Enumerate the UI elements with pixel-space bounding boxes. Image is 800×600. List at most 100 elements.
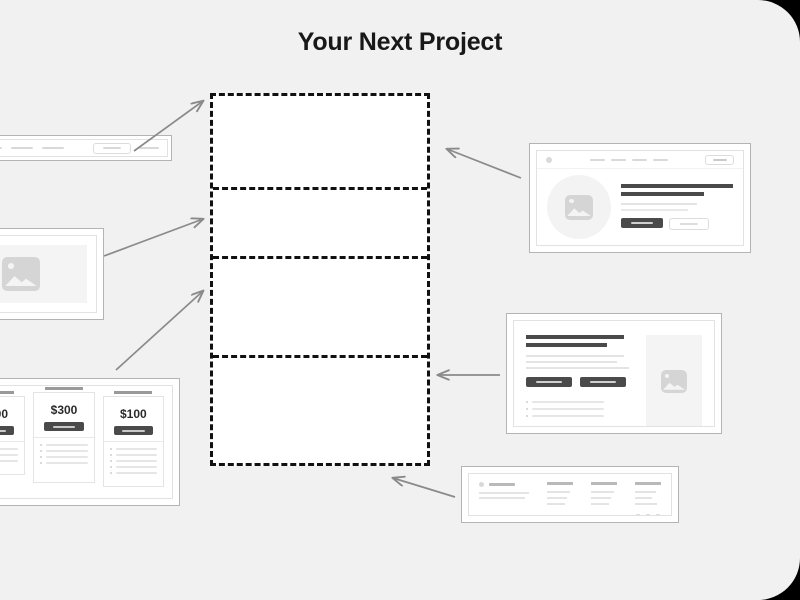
pricing-feature-text (0, 454, 19, 456)
pricing-tier-button-label (121, 429, 145, 432)
feature-body-line (526, 361, 618, 363)
pricing-tier-button[interactable] (44, 422, 84, 431)
pricing-feature (40, 456, 88, 458)
hero-nav-links[interactable] (589, 158, 668, 161)
feature-bullet-text (532, 401, 604, 403)
page-builder-dropzone[interactable] (210, 93, 430, 466)
gallery-image-area (0, 245, 87, 303)
footer-brand (479, 482, 529, 509)
feature-bullet (526, 408, 632, 410)
pricing-tier[interactable]: $300 (33, 387, 95, 483)
footer-brand-row (479, 482, 529, 487)
hero-image-circle (547, 175, 611, 239)
footer-link-column[interactable] (547, 482, 573, 509)
bullet-icon (526, 401, 528, 403)
hero-nav-button[interactable] (705, 154, 734, 165)
footer-block[interactable] (461, 466, 679, 523)
feature-secondary-button-label (590, 381, 616, 383)
footer-social-icons[interactable] (635, 514, 661, 515)
bullet-icon (40, 450, 43, 452)
footer-link-column[interactable] (635, 482, 661, 509)
nav-link[interactable] (42, 147, 64, 149)
hero-text-column (621, 184, 733, 230)
footer-column-heading (547, 482, 573, 485)
nav-link[interactable] (11, 147, 33, 149)
dropzone-slot[interactable] (213, 259, 427, 359)
feature-body-line (526, 355, 624, 357)
hero-body (537, 169, 743, 239)
arrow-hero-to-dropzone (447, 149, 522, 179)
navbar-block[interactable] (0, 135, 172, 161)
pricing-tier[interactable]: $100 (102, 391, 164, 487)
footer-description-line (479, 497, 525, 499)
hero-button-row (621, 218, 733, 230)
feature-image-area (646, 335, 702, 426)
footer-link[interactable] (591, 491, 614, 493)
footer-block-frame (468, 473, 672, 516)
pricing-feature (109, 454, 157, 456)
hero-block[interactable] (529, 143, 751, 253)
pricing-tier-button[interactable] (0, 426, 15, 435)
footer-link[interactable] (635, 503, 658, 505)
hero-secondary-button-label (680, 223, 698, 225)
feature-bullet-list (526, 401, 632, 417)
footer-link[interactable] (547, 491, 570, 493)
footer-link[interactable] (547, 503, 565, 505)
feature-secondary-button[interactable] (580, 377, 626, 387)
dropzone-slot[interactable] (213, 96, 427, 190)
hero-block-frame (536, 150, 744, 246)
hero-secondary-button[interactable] (669, 218, 709, 230)
pricing-tier[interactable]: $100 (0, 391, 26, 475)
footer-link[interactable] (635, 491, 656, 493)
hero-primary-button-label (631, 222, 653, 224)
footer-link-column[interactable] (591, 482, 617, 509)
social-icon[interactable] (655, 514, 661, 515)
social-icon[interactable] (635, 514, 641, 515)
image-placeholder-icon (661, 370, 687, 393)
navbar-block-frame (0, 139, 168, 157)
pricing-tier-price: $300 (50, 403, 78, 417)
pricing-block[interactable]: $100 $300 $100 (0, 378, 180, 506)
nav-link[interactable] (652, 158, 668, 161)
dropzone-slot[interactable] (213, 189, 427, 260)
footer-columns (479, 482, 661, 509)
nav-link[interactable] (631, 158, 647, 161)
dropzone-slot[interactable] (213, 358, 427, 463)
divider (34, 437, 94, 438)
feature-bullet (526, 415, 632, 417)
pricing-feature-text (115, 466, 157, 468)
gallery-block-frame (0, 235, 97, 313)
pricing-feature (109, 472, 157, 474)
hero-navbar (537, 151, 743, 169)
pricing-tier-cap (45, 387, 83, 390)
pricing-tier-price: $100 (119, 407, 147, 421)
footer-link[interactable] (591, 497, 612, 499)
navbar-links[interactable] (0, 147, 64, 149)
footer-link[interactable] (635, 497, 653, 499)
pricing-feature-text (46, 450, 88, 452)
hero-primary-button[interactable] (621, 218, 663, 228)
feature-block[interactable] (506, 313, 722, 434)
pricing-feature (40, 450, 88, 452)
pricing-feature (0, 460, 19, 462)
nav-link[interactable] (139, 147, 159, 149)
gallery-block[interactable] (0, 228, 104, 320)
nav-link[interactable] (589, 158, 605, 161)
nav-link[interactable] (0, 147, 2, 149)
image-placeholder-icon (2, 257, 40, 291)
navbar-cta-button[interactable] (93, 142, 131, 154)
pricing-tier-button[interactable] (113, 426, 153, 435)
logo-dot-icon (479, 482, 484, 487)
hero-body-line (621, 209, 689, 211)
feature-button-row (526, 377, 632, 387)
pricing-feature (109, 460, 157, 462)
bullet-icon (526, 408, 528, 410)
feature-primary-button[interactable] (526, 377, 572, 387)
nav-link[interactable] (610, 158, 626, 161)
footer-link[interactable] (547, 497, 568, 499)
pricing-feature-text (46, 456, 88, 458)
social-icon[interactable] (645, 514, 651, 515)
pricing-feature (109, 448, 157, 450)
footer-link[interactable] (591, 503, 609, 505)
